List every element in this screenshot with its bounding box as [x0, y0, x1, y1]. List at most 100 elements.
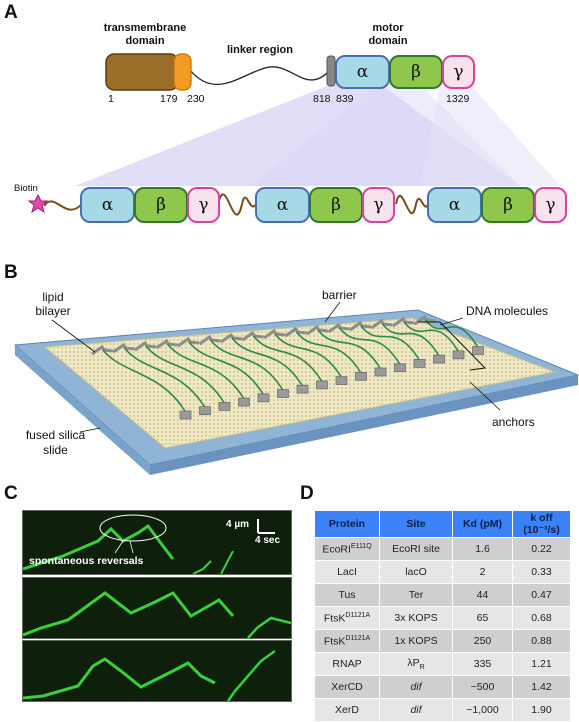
kymograph-3: [22, 640, 292, 702]
dna-molecule: [145, 345, 225, 403]
cell-koff: 0.68: [512, 606, 571, 630]
table-header-row: Protein Site Kd (pM) k off (10⁻³/s): [314, 510, 571, 538]
dna-molecule: [102, 349, 186, 412]
cell-site: dif: [379, 698, 453, 722]
dna-molecule: [188, 341, 264, 395]
cell-protein: LacI: [314, 560, 380, 584]
gamma-domain: γ: [442, 55, 475, 89]
cell-kd: 250: [452, 629, 513, 653]
anchor-block: [374, 367, 387, 377]
domain-architecture-diagram: [27, 53, 560, 216]
cell-kd: 1.6: [452, 537, 513, 561]
dna-molecule: [209, 339, 284, 390]
anchor-block: [394, 363, 406, 373]
anchor-block: [316, 380, 328, 390]
lipid-pointer: [51, 319, 96, 353]
scale-distance-label: 4 µm: [226, 519, 249, 530]
linker-region-label: linker region: [226, 44, 294, 56]
cell-protein: Tus: [314, 583, 380, 607]
repeat-linker-2: [395, 195, 429, 214]
dna-molecule: [295, 331, 362, 373]
dna-molecule: [252, 335, 323, 382]
gamma-domain-repeat-2: γ: [362, 187, 395, 223]
kymograph-trace-3: [23, 649, 276, 701]
cell-kd: 44: [452, 583, 513, 607]
kinetics-table: Protein Site Kd (pM) k off (10⁻³/s) EcoR…: [314, 510, 571, 722]
cell-site: dif: [379, 675, 453, 699]
dna-molecule: [381, 323, 440, 356]
barrier-segment: [284, 326, 307, 338]
motor-domain-label: motor domain: [368, 22, 408, 47]
cell-site: Ter: [379, 583, 453, 607]
anchors-pointer: [469, 381, 501, 411]
beta-domain-repeat-1: β: [134, 187, 188, 223]
kymograph-1: spontaneous reversals 4 µm 4 sec: [22, 510, 292, 575]
cell-protein: EcoRIE111Q: [314, 537, 380, 561]
biotin-linker: [43, 200, 83, 211]
barrier-segment: [370, 318, 393, 330]
barrier-segment: [349, 320, 372, 332]
dna-molecule: [403, 321, 459, 352]
projection-wedge-1: [75, 84, 520, 186]
cell-koff: 1.21: [512, 652, 571, 676]
dna-pointer: [439, 317, 464, 326]
scale-time-label: 4 sec: [255, 535, 281, 546]
barrier-segment: [134, 340, 157, 352]
cell-kd: 65: [452, 606, 513, 630]
dna-curtain: [102, 319, 484, 420]
dna-molecule: [166, 343, 245, 399]
transmembrane-domain-label: transmembrane domain: [103, 22, 187, 47]
cell-site: EcoRI site: [379, 537, 453, 561]
transmembrane-cap: [173, 53, 192, 91]
anchor-block: [179, 410, 192, 420]
dna-molecule: [338, 327, 401, 365]
panel-a-label: A: [4, 2, 18, 23]
gamma-domain-repeat-1: γ: [187, 187, 220, 223]
barrier-pointer: [324, 301, 341, 323]
residue-230: 230: [187, 93, 205, 105]
cell-site: 1x KOPS: [379, 629, 453, 653]
barrier-label: barrier: [322, 288, 357, 302]
linker-stub: [326, 55, 336, 87]
anchors-label: anchors: [492, 415, 535, 429]
dna-molecule: [274, 333, 342, 378]
header-koff: k off (10⁻³/s): [512, 510, 571, 538]
cell-koff: 0.47: [512, 583, 571, 607]
barrier-segment: [241, 330, 264, 342]
anchor-block: [433, 354, 445, 364]
cell-protein: FtsKD1121A: [314, 629, 380, 653]
anchor-block: [472, 346, 484, 355]
cell-protein: RNAP: [314, 652, 380, 676]
barrier-segment: [112, 342, 135, 354]
barrier-segment: [327, 322, 350, 334]
dna-molecule: [424, 319, 479, 347]
barrier-segment: [392, 316, 415, 328]
cell-kd: 335: [452, 652, 513, 676]
cell-site: 3x KOPS: [379, 606, 453, 630]
dna-molecules-label: DNA molecules: [466, 304, 549, 318]
biotin-star-icon: [27, 193, 49, 214]
biotin-label: Biotin: [14, 183, 38, 194]
anchor-block: [218, 402, 231, 411]
panel-b-label: B: [4, 262, 18, 283]
fused-silica-label: fused silica slide: [25, 428, 86, 457]
cell-kd: 2: [452, 560, 513, 584]
barrier-segment: [198, 334, 221, 346]
anchor-block: [277, 389, 289, 398]
barrier-segment: [177, 336, 200, 348]
anchor-block: [355, 371, 367, 381]
cell-koff: 1.90: [512, 698, 571, 722]
projection-wedge-3: [420, 84, 560, 186]
cell-protein: XerD: [314, 698, 380, 722]
residue-1329: 1329: [446, 93, 470, 105]
alpha-domain-repeat-1: α: [80, 187, 135, 223]
residue-1: 1: [108, 93, 114, 105]
alpha-domain: α: [335, 55, 390, 89]
anchor-block: [335, 376, 348, 385]
cell-koff: 0.33: [512, 560, 571, 584]
dna-molecule: [123, 347, 206, 408]
